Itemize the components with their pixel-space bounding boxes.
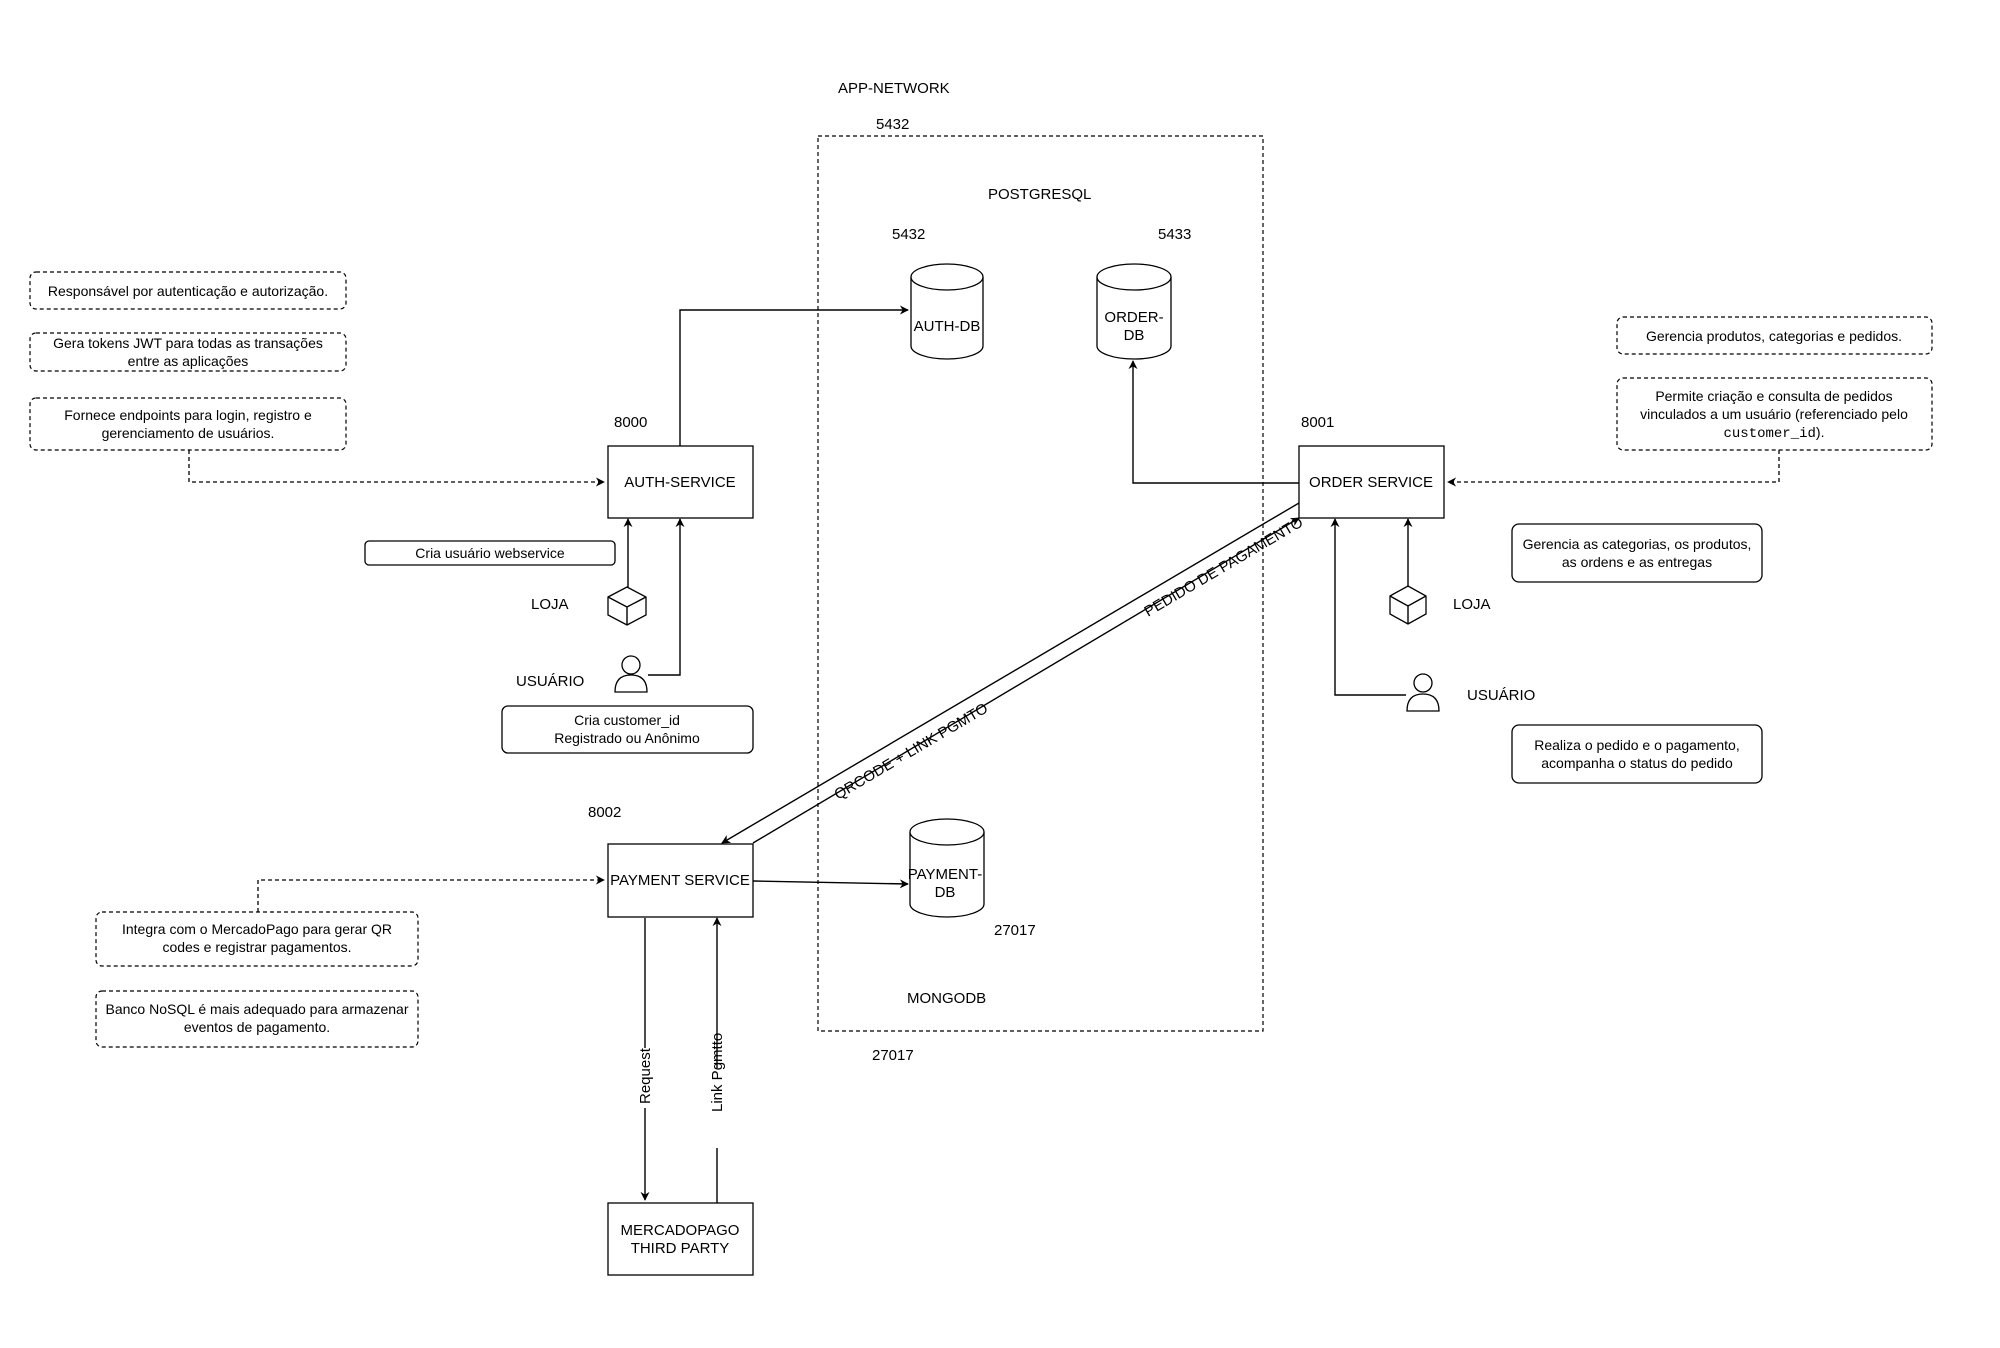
note-auth-store: Cria usuário webservice	[364, 540, 616, 566]
note-order-responsibility: Gerencia produtos, categorias e pedidos.	[1616, 316, 1933, 355]
payment-db-label-1: PAYMENT-	[908, 866, 982, 883]
order-to-payment-label: PEDIDO DE PAGAMENTO	[1141, 514, 1306, 621]
auth-service-label: AUTH-SERVICE	[624, 474, 735, 491]
order-user-icon	[1406, 673, 1440, 712]
svg-text:Responsável por autenticação e: Responsável por autenticação e autorizaç…	[48, 283, 328, 299]
svg-text:entre as aplicações: entre as aplicações	[128, 353, 249, 369]
svg-text:Integra com o MercadoPago para: Integra com o MercadoPago para gerar QR	[122, 921, 392, 937]
payment-service-label: PAYMENT SERVICE	[610, 872, 750, 889]
payment-db-label-2: DB	[935, 884, 956, 901]
payment-to-paymentdb-arrow	[752, 879, 909, 889]
payment-service-port: 8002	[588, 804, 621, 821]
note-auth-user: Cria customer_id Registrado ou Anônimo	[501, 705, 754, 754]
svg-text:eventos de pagamento.: eventos de pagamento.	[184, 1019, 330, 1035]
note-payment-mercadopago: Integra com o MercadoPago para gerar QR …	[95, 911, 419, 967]
order-user-arrow	[1330, 518, 1406, 696]
payment-notes-connector	[257, 875, 605, 912]
note-auth-jwt: Gera tokens JWT para todas as transações…	[29, 332, 347, 372]
svg-text:Cria customer_id: Cria customer_id	[574, 712, 680, 728]
svg-text:Fornece endpoints para login,: Fornece endpoints para login, registro e	[64, 407, 312, 423]
order-service-label: ORDER SERVICE	[1309, 474, 1433, 491]
svg-text:acompanha o status do pedido: acompanha o status do pedido	[1541, 755, 1733, 771]
order-user-label: USUÁRIO	[1467, 687, 1535, 704]
svg-text:Registrado ou Anônimo: Registrado ou Anônimo	[554, 730, 700, 746]
request-label: Request	[637, 1047, 654, 1104]
order-service-box[interactable]: ORDER SERVICE	[1298, 445, 1445, 519]
auth-db[interactable]: AUTH-DB	[910, 263, 984, 360]
svg-text:customer_id).: customer_id).	[1724, 424, 1825, 442]
svg-text:Cria usuário webservice: Cria usuário webservice	[415, 545, 565, 561]
mercadopago-box[interactable]: MERCADOPAGO THIRD PARTY	[607, 1202, 754, 1276]
auth-store-cube-icon	[607, 586, 647, 626]
auth-notes-connector	[188, 450, 605, 487]
svg-text:as ordens e as entregas: as ordens e as entregas	[1562, 554, 1712, 570]
order-notes-connector	[1447, 450, 1780, 487]
note-payment-nosql: Banco NoSQL é mais adequado para armazen…	[95, 990, 419, 1048]
mercadopago-label-2: THIRD PARTY	[631, 1240, 730, 1257]
payment-db-port: 27017	[994, 922, 1036, 939]
auth-service-box[interactable]: AUTH-SERVICE	[607, 445, 754, 519]
payment-service-box[interactable]: PAYMENT SERVICE	[607, 843, 754, 918]
payment-to-order-arrow	[752, 517, 1300, 844]
auth-to-authdb-arrow	[679, 305, 909, 446]
order-db[interactable]: ORDER- DB	[1096, 263, 1172, 360]
network-port-top: 5432	[876, 116, 909, 133]
auth-user-label: USUÁRIO	[516, 673, 584, 690]
note-order-store: Gerencia as categorias, os produtos, as …	[1511, 523, 1763, 583]
payment-to-order-label: QRCODE + LINK PGMTO	[831, 700, 991, 804]
note-order-user: Realiza o pedido e o pagamento, acompanh…	[1511, 724, 1763, 784]
svg-text:vinculados a um usuário (refer: vinculados a um usuário (referenciado pe…	[1640, 406, 1908, 422]
network-port-bottom: 27017	[872, 1047, 914, 1064]
order-db-label-2: DB	[1124, 327, 1145, 344]
svg-text:gerenciamento de usuários.: gerenciamento de usuários.	[102, 425, 275, 441]
note-auth-responsibility: Responsável por autenticação e autorizaç…	[29, 271, 347, 310]
order-service-port: 8001	[1301, 414, 1334, 431]
svg-text:Permite criação e consulta de: Permite criação e consulta de pedidos	[1655, 388, 1892, 404]
svg-text:Realiza o pedido e o pagamento: Realiza o pedido e o pagamento,	[1534, 737, 1739, 753]
note-order-orders: Permite criação e consulta de pedidos vi…	[1616, 377, 1933, 451]
auth-user-icon	[614, 655, 648, 693]
postgresql-label: POSTGRESQL	[988, 186, 1091, 203]
svg-text:codes e registrar pagamentos.: codes e registrar pagamentos.	[162, 939, 351, 955]
svg-text:Gerencia produtos, categorias: Gerencia produtos, categorias e pedidos.	[1646, 328, 1902, 344]
auth-db-label: AUTH-DB	[914, 318, 981, 335]
svg-text:Gera tokens JWT para todas as: Gera tokens JWT para todas as transações	[53, 335, 323, 351]
order-store-label: LOJA	[1453, 596, 1491, 613]
order-db-label-1: ORDER-	[1104, 309, 1163, 326]
auth-user-arrow	[648, 518, 685, 676]
payment-db[interactable]: PAYMENT- DB	[908, 818, 985, 918]
auth-store-label: LOJA	[531, 596, 569, 613]
app-network-boundary	[817, 135, 1264, 1032]
order-db-port: 5433	[1158, 226, 1191, 243]
app-network-label: APP-NETWORK	[838, 80, 950, 97]
link-label: Link Pgmtto	[709, 1033, 726, 1112]
note-auth-endpoints: Fornece endpoints para login, registro e…	[29, 397, 347, 451]
auth-db-port: 5432	[892, 226, 925, 243]
mongodb-label: MONGODB	[907, 990, 986, 1007]
order-to-payment-arrow	[721, 502, 1300, 844]
svg-text:Banco NoSQL é mais adequado pa: Banco NoSQL é mais adequado para armazen…	[106, 1001, 409, 1017]
svg-text:Gerencia as categorias, os pro: Gerencia as categorias, os produtos,	[1523, 536, 1752, 552]
order-store-cube-icon	[1389, 585, 1427, 625]
mercadopago-label-1: MERCADOPAGO	[621, 1222, 740, 1239]
auth-service-port: 8000	[614, 414, 647, 431]
order-to-orderdb-arrow	[1128, 360, 1299, 484]
